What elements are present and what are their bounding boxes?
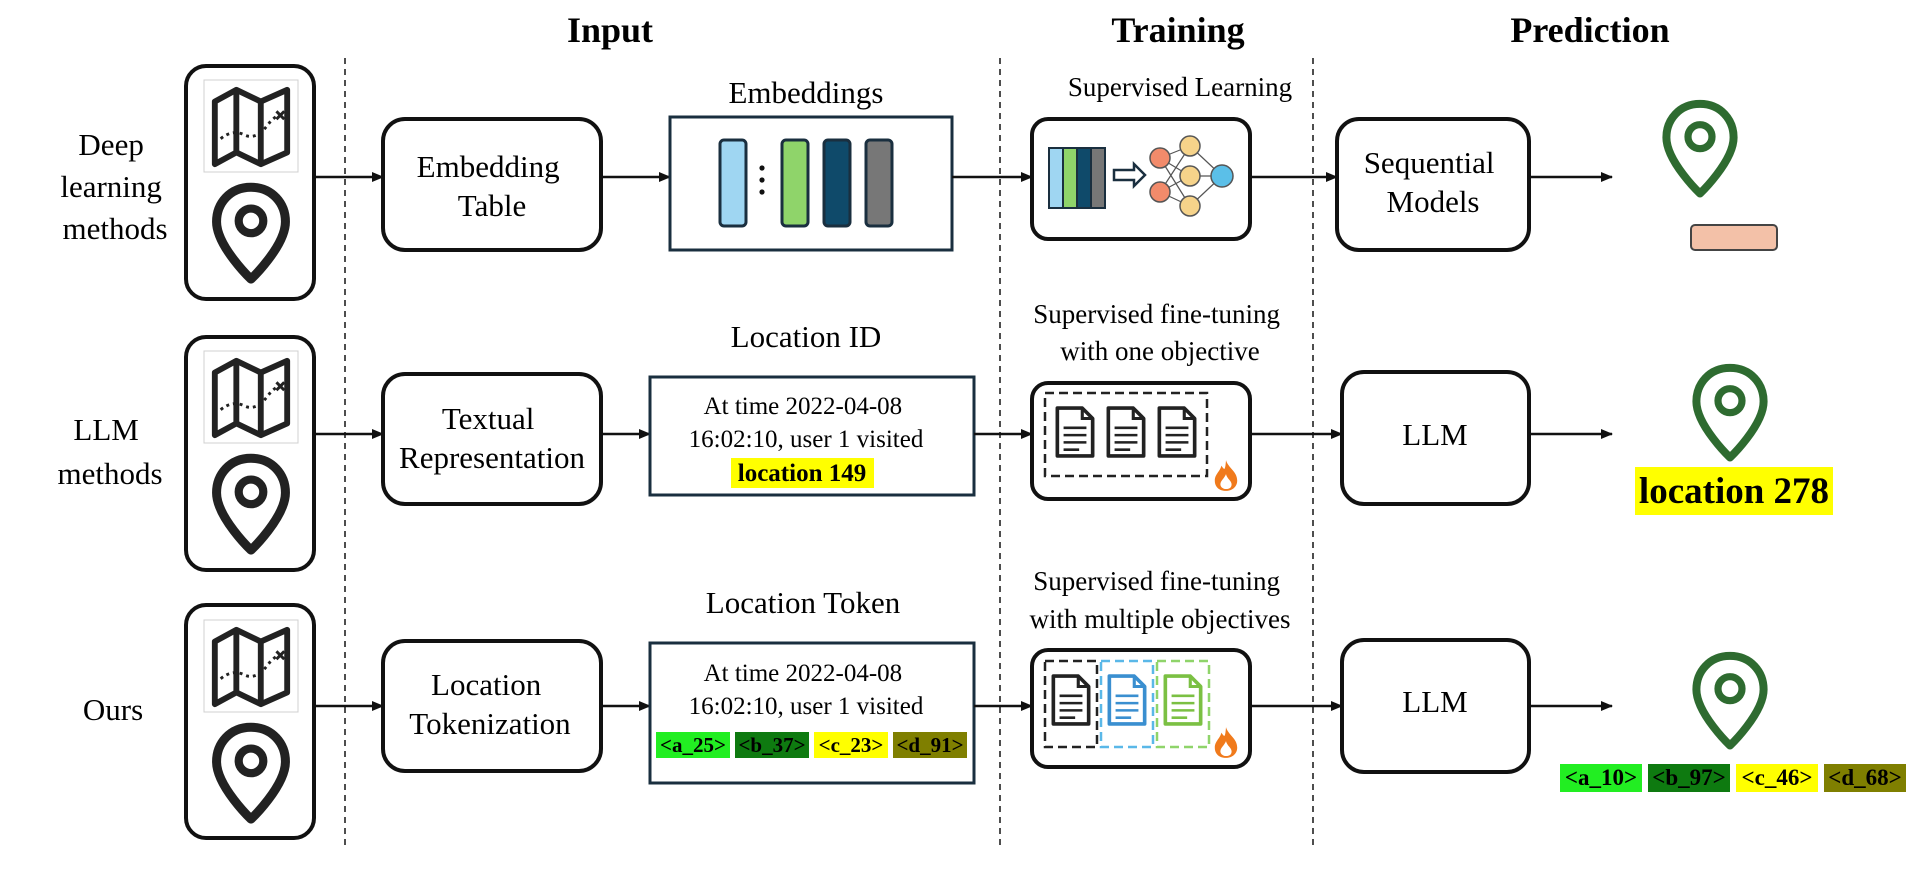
- model-box-label: Sequential Models: [1364, 145, 1503, 219]
- location-pin-icon: [1696, 368, 1763, 458]
- ellipsis-dot: [759, 177, 765, 183]
- prediction-token: <c_46>: [1742, 765, 1813, 790]
- token-label: <a_25>: [660, 733, 726, 757]
- data-box-text: At time 2022-04-08 16:02:10, user 1 visi…: [689, 660, 924, 720]
- location-pin-icon: [1666, 104, 1733, 194]
- token-chip-c: [1736, 764, 1818, 792]
- document-icon: [1107, 674, 1147, 726]
- objective-frame: [1043, 391, 1209, 478]
- model-box: [1340, 370, 1531, 506]
- prediction-token: <d_68>: [1828, 765, 1902, 790]
- training-title: Supervised fine-tuning with one objectiv…: [1033, 299, 1286, 366]
- token-chip-a: [1560, 764, 1642, 792]
- token-chip-d: [893, 732, 967, 758]
- row-label: LLM methods: [57, 412, 162, 491]
- embedding-vector: [780, 138, 810, 228]
- data-box-text: At time 2022-04-08 16:02:10, user 1 visi…: [689, 393, 924, 453]
- objective-frame: [1043, 659, 1099, 749]
- token-chip-c: [814, 732, 888, 758]
- token-chip-d: [1824, 764, 1906, 792]
- model-box: [1335, 117, 1531, 252]
- model-box-label: LLM: [1402, 417, 1467, 452]
- ellipsis-dot: [759, 165, 765, 171]
- row-deep-learning: Deep learning methods Embedding Table Em…: [60, 64, 1778, 301]
- document-icon: [1051, 674, 1091, 726]
- location-id-highlight: location 149: [738, 460, 866, 487]
- embeddings-box: [668, 115, 954, 252]
- row-ours: Ours Location Tokenization Location Toke…: [83, 566, 1906, 840]
- model-box-label: LLM: [1402, 684, 1467, 719]
- token-label: <b_37>: [738, 733, 805, 757]
- data-box-title: Location ID: [731, 319, 882, 354]
- objective-frame: [1099, 659, 1155, 749]
- location-pin-icon: [1696, 656, 1763, 746]
- token-chip-a: [656, 732, 730, 758]
- token-chip-b: [1648, 764, 1730, 792]
- step-box: [381, 117, 603, 252]
- token-label: <c_23>: [819, 733, 884, 757]
- highlight-marker: [731, 458, 874, 488]
- row-label: Deep learning methods: [60, 127, 169, 246]
- token-chip-b: [735, 732, 809, 758]
- prediction-token: <b_97>: [1652, 765, 1726, 790]
- data-box-title: Embeddings: [729, 75, 884, 110]
- document-icon: [1106, 406, 1146, 458]
- step-box-label: Textual Representation: [399, 401, 585, 475]
- row-llm-methods: LLM methods Textual Representation Locat…: [57, 299, 1833, 572]
- token-label: <d_91>: [896, 733, 963, 757]
- embedding-vector: [864, 138, 894, 228]
- ellipsis-dot: [759, 189, 765, 195]
- neural-network-icon: [1048, 135, 1234, 217]
- document-icon: [1055, 406, 1095, 458]
- embedding-vector: [822, 138, 852, 228]
- step-box: [381, 372, 603, 506]
- column-header-training: Training: [1111, 10, 1244, 50]
- training-title: Supervised Learning: [1068, 72, 1292, 102]
- document-icon: [1157, 406, 1197, 458]
- column-header-prediction: Prediction: [1510, 10, 1669, 50]
- column-header-input: Input: [567, 10, 653, 50]
- highlight-marker: [1635, 467, 1833, 515]
- objective-frame: [1155, 659, 1211, 749]
- prediction-location: location 278: [1639, 471, 1829, 512]
- document-icon: [1163, 674, 1203, 726]
- training-title: Supervised fine-tuning with multiple obj…: [1030, 566, 1291, 634]
- embedding-vector: [718, 138, 748, 228]
- data-box-title: Location Token: [706, 585, 901, 620]
- step-box-label: Location Tokenization: [409, 667, 571, 741]
- row-label: Ours: [83, 692, 143, 727]
- prediction-token: <a_10>: [1565, 765, 1637, 790]
- location-token-box: [648, 641, 976, 785]
- step-box-label: Embedding Table: [417, 149, 568, 223]
- embedding-bar: [1690, 224, 1778, 251]
